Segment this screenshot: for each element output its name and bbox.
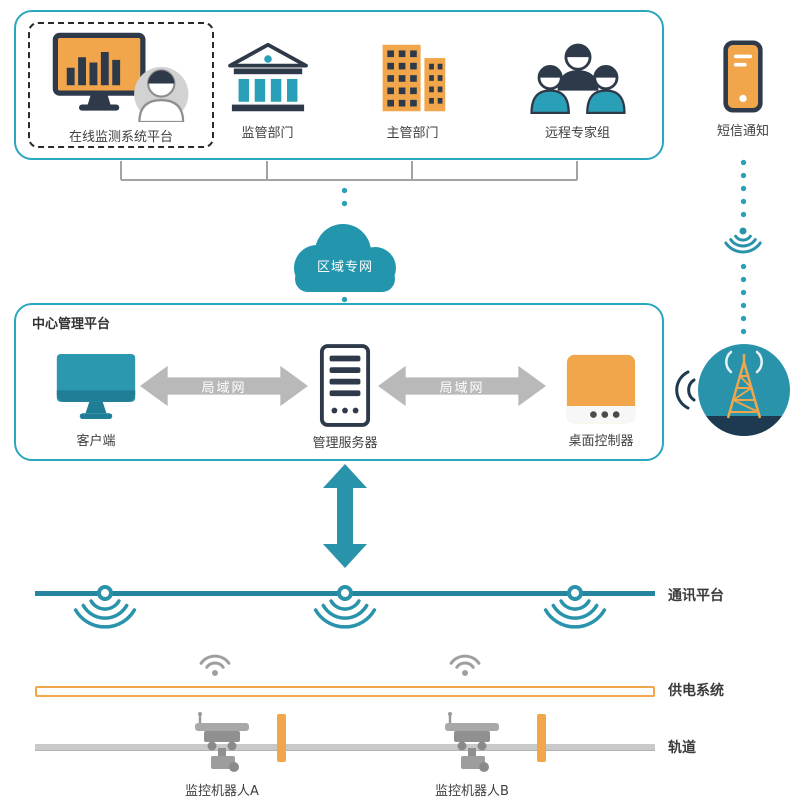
regulator-label: 监管部门 <box>241 126 294 141</box>
node-server: 管理服务器 <box>300 342 390 451</box>
people-group-icon <box>526 38 630 118</box>
authority-label: 主管部门 <box>386 126 439 141</box>
online-platform-label: 在线监测系统平台 <box>68 130 173 145</box>
cloud-label: 区域专网 <box>316 260 373 275</box>
wifi-up-icon <box>445 648 485 682</box>
monitor-barchart-operator-icon <box>51 30 191 122</box>
track-label: 轨道 <box>668 740 696 756</box>
tower-ground <box>698 416 790 436</box>
comm-node-icon <box>313 584 377 638</box>
connector-stub <box>120 161 122 180</box>
client-label: 客户端 <box>76 434 116 449</box>
node-experts: 远程专家组 <box>515 38 640 141</box>
lan-right-label: 局域网 <box>439 380 485 396</box>
node-sms: 短信通知 <box>700 36 786 139</box>
power-supply-line <box>35 686 655 697</box>
wifi-down-icon <box>719 226 767 260</box>
lan-arrow-left: 局域网 <box>140 364 308 408</box>
robot-a-label: 监控机器人A <box>185 784 259 799</box>
server-tower-icon <box>319 342 371 428</box>
node-regulator: 监管部门 <box>205 38 330 141</box>
dotted-link-sms-2 <box>740 260 747 340</box>
robot-b-label: 监控机器人B <box>435 784 509 799</box>
node-controller: 桌面控制器 <box>556 352 646 449</box>
node-authority: 主管部门 <box>350 38 475 141</box>
desktop-controller-icon <box>565 352 637 426</box>
comm-platform-label: 通讯平台 <box>668 588 724 604</box>
lan-left-label: 局域网 <box>201 380 247 396</box>
lan-arrow-right: 局域网 <box>378 364 546 408</box>
server-label: 管理服务器 <box>312 436 378 451</box>
comm-node-icon <box>543 584 607 638</box>
experts-label: 远程专家组 <box>544 126 610 141</box>
track-post <box>277 714 286 762</box>
connector-stub <box>576 161 578 180</box>
comm-node-icon <box>73 584 137 638</box>
dotted-link-cloud-bottom <box>341 293 348 303</box>
network-cloud: 区域专网 <box>283 210 407 302</box>
radio-tower-icon <box>698 344 790 436</box>
sound-waves-icon <box>674 366 698 418</box>
connector-bracket-line <box>121 179 577 181</box>
office-building-icon <box>375 38 451 118</box>
smartphone-icon <box>722 36 764 116</box>
vertical-link-arrow <box>323 464 367 572</box>
connector-stub <box>411 161 413 180</box>
rail-robot-b-icon <box>437 710 507 778</box>
wifi-up-icon <box>195 648 235 682</box>
node-client: 客户端 <box>48 348 144 449</box>
controller-label: 桌面控制器 <box>568 434 634 449</box>
dotted-link-sms-1 <box>740 156 747 220</box>
track-line <box>35 744 655 751</box>
center-platform-title: 中心管理平台 <box>32 317 111 332</box>
sms-label: 短信通知 <box>716 124 769 139</box>
power-supply-label: 供电系统 <box>668 683 724 699</box>
track-post <box>537 714 546 762</box>
rail-robot-a-icon <box>187 710 257 778</box>
bank-building-icon <box>224 38 312 118</box>
connector-stub <box>266 161 268 180</box>
desktop-monitor-icon <box>53 348 139 426</box>
node-online-platform: 在线监测系统平台 <box>28 22 214 148</box>
dotted-link-top <box>341 184 348 212</box>
